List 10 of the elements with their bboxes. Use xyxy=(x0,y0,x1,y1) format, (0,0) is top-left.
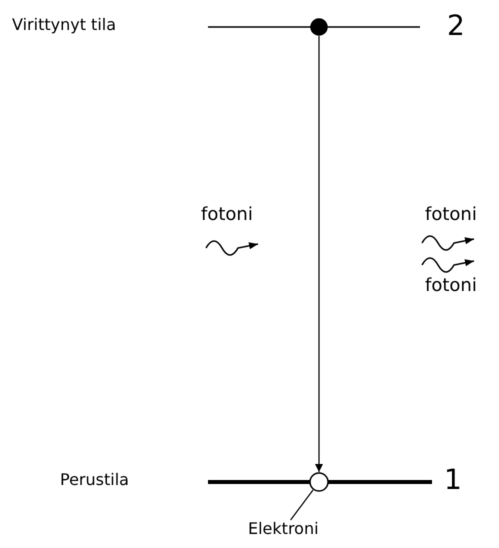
photon-label: fotoni xyxy=(201,206,253,224)
leader-line xyxy=(290,490,314,520)
level-number: 1 xyxy=(444,466,462,494)
state-label: Perustila xyxy=(60,472,129,488)
level-number: 2 xyxy=(447,12,465,40)
photon-label: fotoni xyxy=(425,277,477,295)
arrow xyxy=(315,36,323,472)
node-label: Elektroni xyxy=(248,520,319,538)
state-label: Virittynyt tila xyxy=(12,17,116,33)
photon-label: fotoni xyxy=(425,206,477,224)
